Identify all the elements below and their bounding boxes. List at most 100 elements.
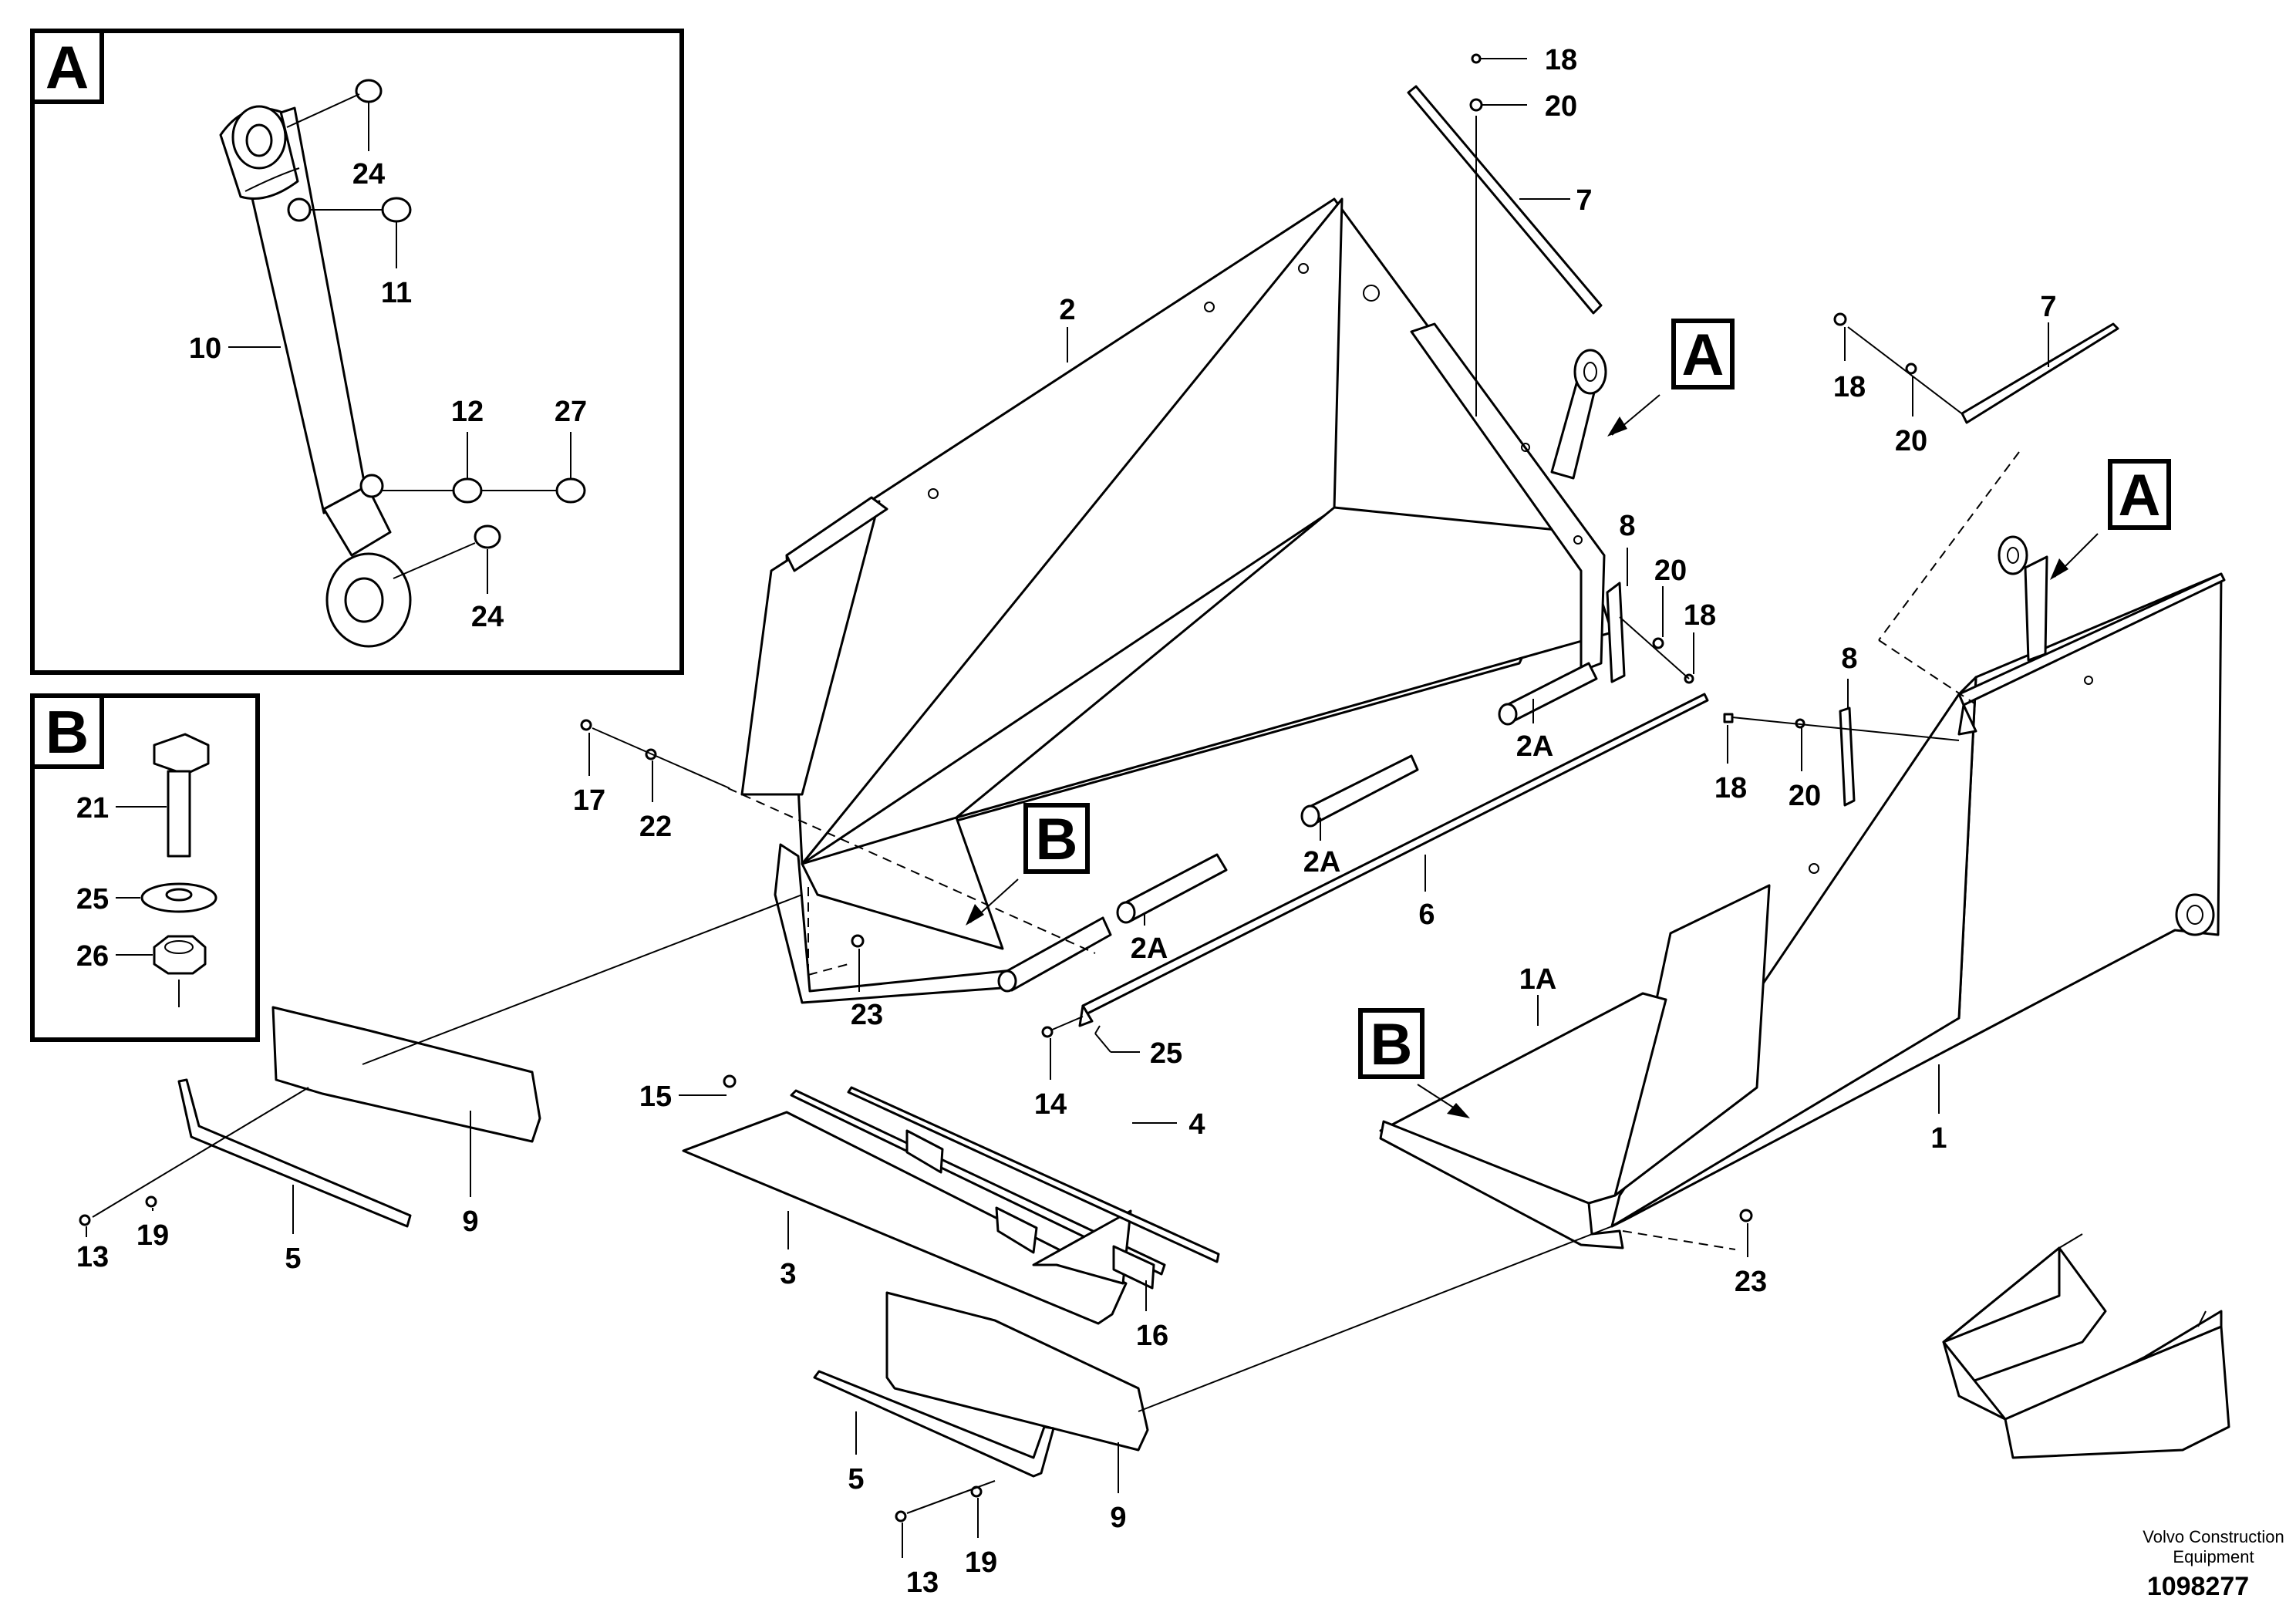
callout-b-right: B [1358,1008,1470,1118]
wear-strip-9-left [271,1006,541,1143]
svg-text:A: A [1682,322,1725,388]
tubes-2a [997,662,1598,993]
plate-part-3 [682,1111,1128,1325]
label-6: 6 [1418,899,1435,931]
label-18-lower: 18 [1714,772,1747,804]
label-4: 4 [1188,1108,1205,1141]
label-2: 2 [1059,294,1075,326]
washer-24-top [355,79,383,103]
label-1: 1 [1930,1122,1947,1155]
label-19-left: 19 [137,1219,169,1252]
label-22: 22 [639,811,672,843]
label-8-upper: 8 [1619,510,1635,542]
label-20-top: 20 [1545,90,1577,123]
label-21: 21 [76,792,109,824]
label-2a-left: 2A [1131,932,1168,965]
strip-7-right [1961,322,2119,424]
shaft-part-6 [1078,693,1709,1027]
label-9-left: 9 [462,1206,478,1238]
bolt-21 [153,733,210,858]
label-2a-right: 2A [1516,730,1554,763]
callout-b-left: B [966,803,1090,926]
label-12: 12 [451,396,484,428]
washer-20-mid [1652,637,1664,649]
callout-a-right: A [2050,459,2171,580]
label-18-mid: 18 [1684,599,1716,632]
inset-b-letter: B [46,698,89,766]
box-cylinder [1550,349,1607,480]
bar-5-bottom [813,1370,1055,1478]
inset-a-letter-box [30,29,104,104]
washer-20-right [1905,363,1917,375]
part-labels: 18 20 7 2 8 20 18 2A 2A 2A 17 22 6 23 7 … [76,44,2057,1599]
credit-line-1: Volvo Construction [2143,1527,2284,1546]
label-10: 10 [189,332,221,365]
label-13-left: 13 [76,1241,109,1273]
label-23-right: 23 [1735,1266,1767,1298]
label-20-mid: 20 [1654,555,1687,587]
bar-5-left [177,1078,412,1228]
box-body-part-2 [740,197,1613,1004]
nut-23-left [851,934,865,948]
washer-20-top [1469,98,1483,112]
svg-text:B: B [1371,1012,1413,1077]
label-24-bottom: 24 [471,601,504,633]
fitting-27 [555,477,586,504]
label-19-bottom: 19 [965,1546,997,1579]
credit-line-2: Equipment [2173,1547,2254,1566]
label-11: 11 [381,277,412,309]
bolt-14 [1041,1026,1054,1038]
label-25-inset: 25 [76,883,109,916]
overview-thumbnail [1942,1233,2230,1459]
label-20-lower: 20 [1789,780,1821,812]
bolt-18-right [1833,312,1847,326]
plate-8-upper [1606,582,1626,683]
strip-7-upper [1407,85,1603,315]
svg-text:A: A [2119,463,2161,528]
label-9-bottom: 9 [1110,1502,1126,1534]
document-number: 1098277 [2147,1572,2249,1601]
inset-b-letter-box [30,693,104,769]
label-leaders [86,58,2049,1558]
bolt-18-top [1471,53,1482,64]
inset-a-letter: A [46,33,89,101]
label-8-lower: 8 [1841,642,1857,675]
wear-strip-9-bottom [885,1291,1149,1452]
washer-19-left [145,1195,157,1208]
bolt-15 [723,1074,737,1088]
fitting-11 [381,197,412,223]
frame-part-1 [1379,535,2226,1249]
bracket-part-4 [847,1086,1220,1290]
label-13-bottom: 13 [906,1566,939,1599]
fitting-12 [452,477,483,504]
label-3: 3 [780,1258,796,1290]
label-14: 14 [1034,1088,1067,1121]
label-5-left: 5 [285,1243,301,1275]
bolt-13-left [79,1214,91,1226]
label-27: 27 [555,396,587,428]
washer-25 [140,882,217,913]
label-24-top: 24 [352,158,385,191]
nut-26 [153,935,207,975]
bolt-18-lower [1723,713,1734,723]
label-2a-mid: 2A [1303,846,1341,878]
nut-23-right [1739,1209,1753,1222]
label-18-top: 18 [1545,44,1577,76]
callout-a-left: A [1607,319,1735,437]
washer-24-bottom [474,524,501,549]
label-16: 16 [1136,1320,1168,1352]
hydraulic-cylinder [219,105,412,648]
label-26: 26 [76,940,109,973]
rod-part-16 [790,1089,1166,1276]
label-15: 15 [639,1081,672,1113]
label-20-right: 20 [1895,425,1927,457]
label-18-right: 18 [1833,371,1866,403]
label-25: 25 [1150,1037,1182,1070]
detail-inset-b: B 21 25 26 [30,693,260,1042]
label-23-left: 23 [851,999,883,1031]
bolt-13-bottom [895,1510,907,1523]
label-1a: 1A [1519,963,1557,996]
label-7-upper: 7 [1576,184,1592,217]
bolt-17 [580,719,592,731]
